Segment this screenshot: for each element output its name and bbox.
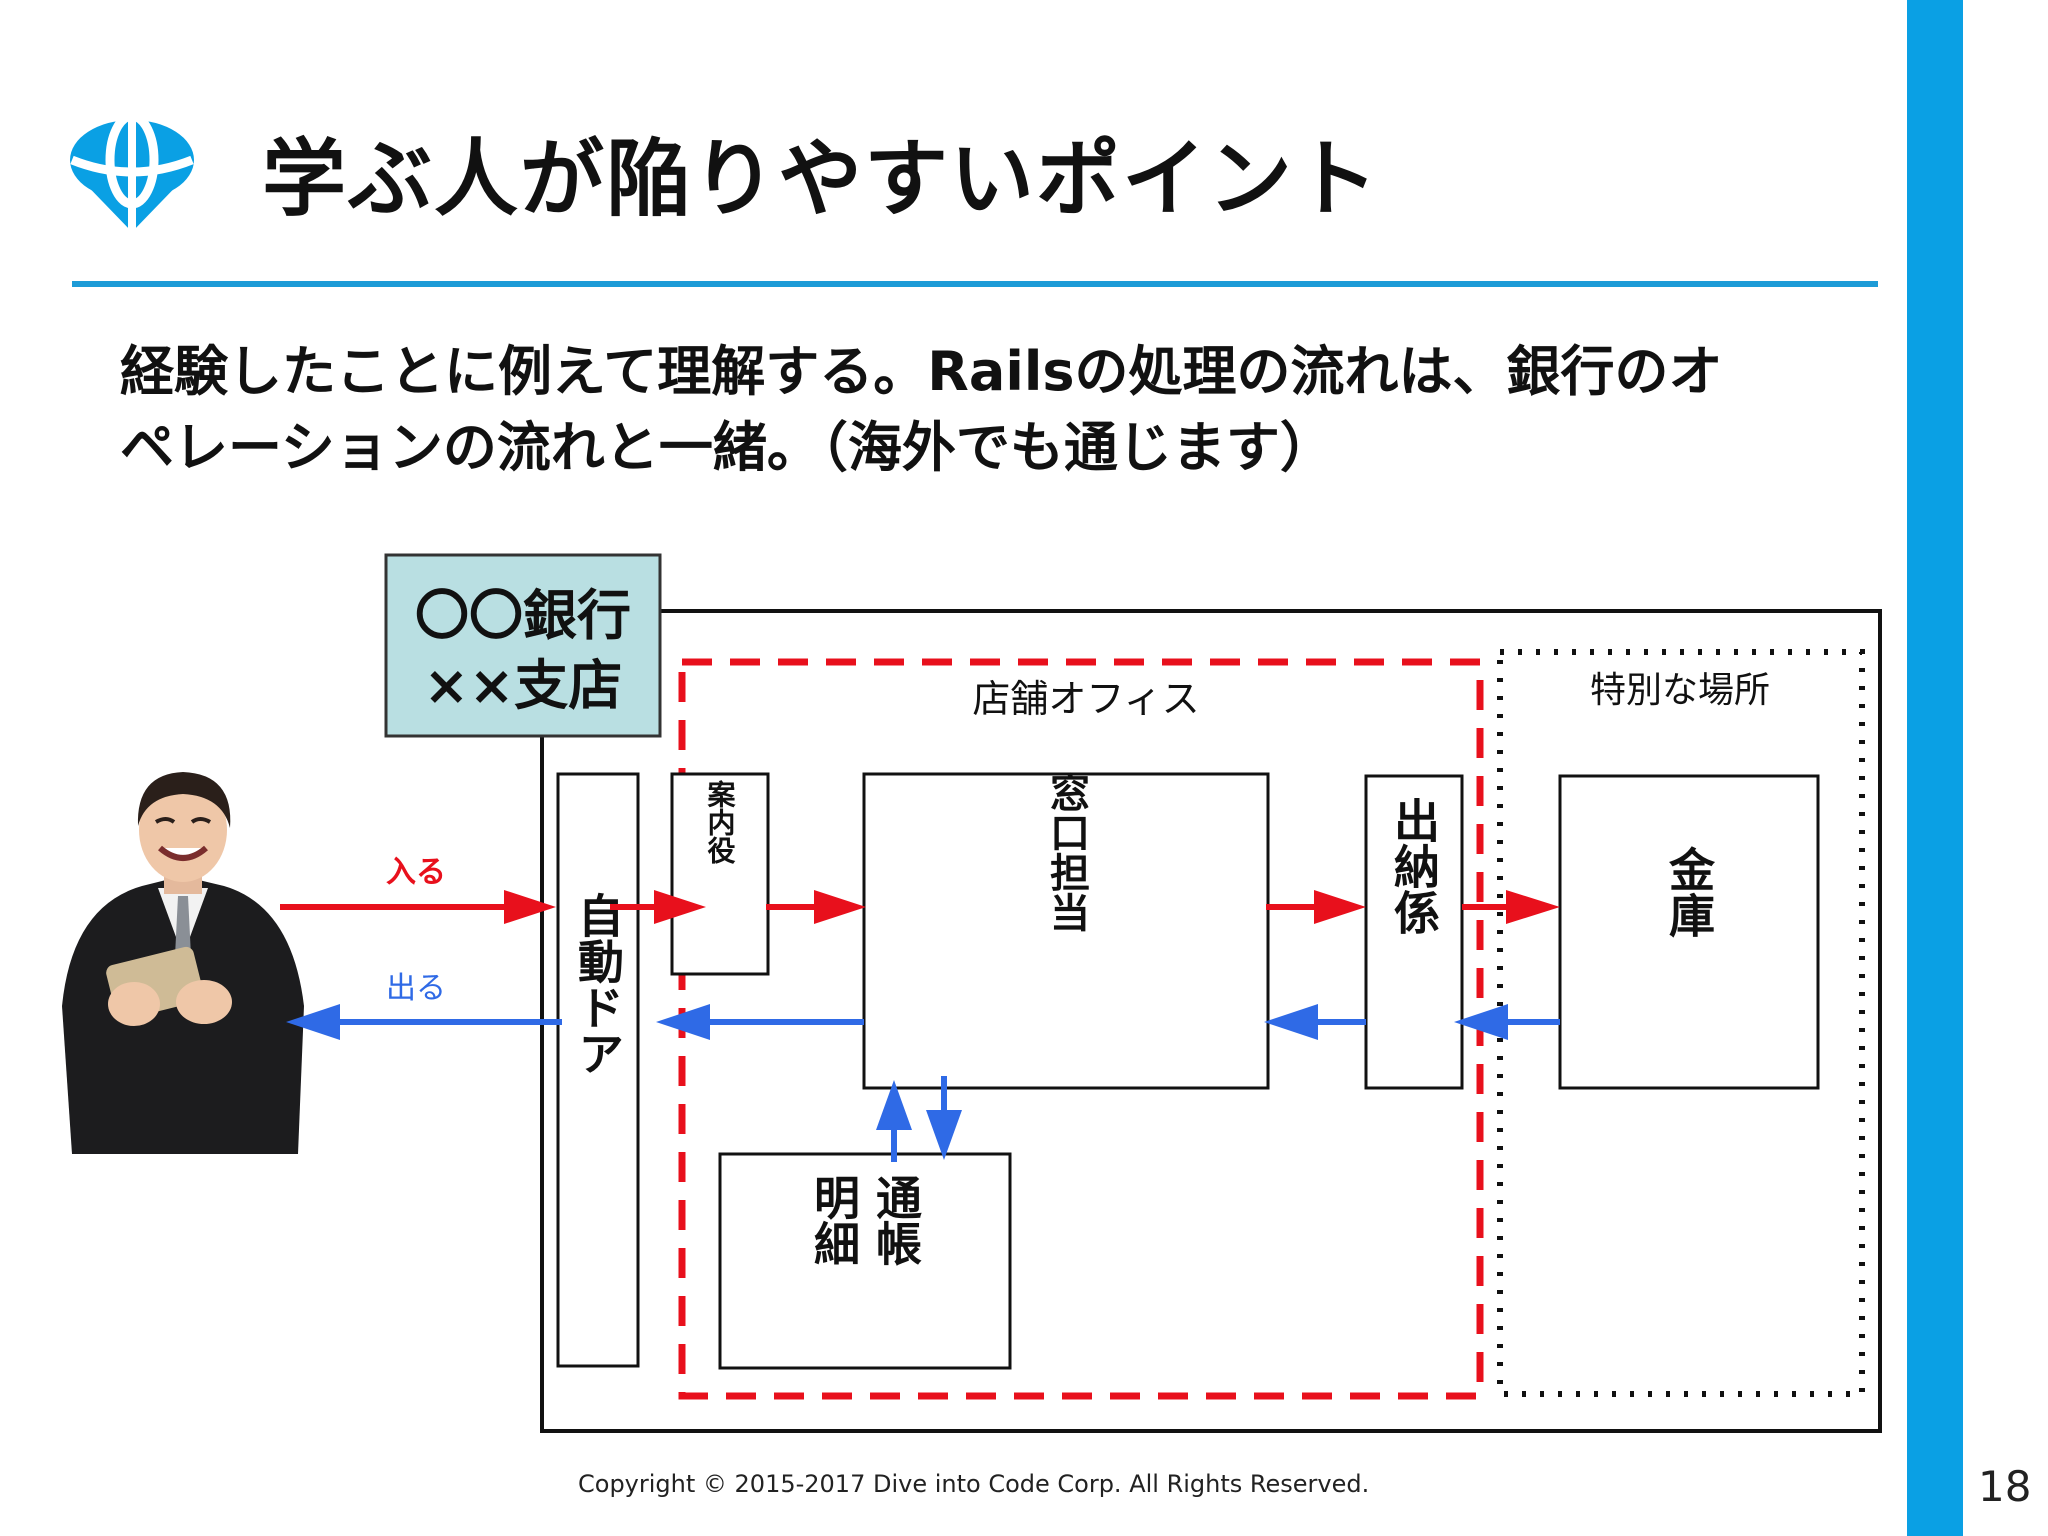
passbook-line1: 通帳: [869, 1174, 923, 1267]
right-accent-bar: [1907, 0, 1963, 1536]
bank-name-line1: 〇〇銀行: [415, 584, 631, 647]
title-divider: [72, 281, 1878, 287]
exit-label: 出る: [386, 971, 446, 1006]
body-text: 経験したことに例えて理解する。Railsの処理の流れは、銀行のオ ペレーションの…: [120, 334, 1840, 486]
guide-box: [670, 772, 770, 976]
window-label: 窓口担当: [1043, 772, 1090, 932]
office-label: 店舗オフィス: [972, 677, 1199, 721]
copyright-footer: Copyright © 2015-2017 Dive into Code Cor…: [578, 1470, 1370, 1498]
slide-title: 学ぶ人が陥りやすいポイント: [262, 130, 1381, 228]
cashier-box: [1364, 774, 1464, 1090]
request-arrows: [280, 890, 1560, 924]
vault-label: 金庫: [1662, 846, 1716, 938]
bank-name-box: [384, 553, 662, 738]
auto-door-box: [556, 772, 640, 1368]
special-label: 特別な場所: [1590, 670, 1770, 711]
smiling-customer-photo: [52, 756, 314, 1154]
window-box: [862, 772, 1270, 1090]
body-line-1: 経験したことに例えて理解する。Railsの処理の流れは、銀行のオ: [120, 340, 1723, 403]
body-line-2: ペレーションの流れと一緒。（海外でも通じます）: [120, 416, 1334, 479]
cashier-label: 出納係: [1387, 797, 1441, 935]
enter-label: 入る: [386, 855, 446, 890]
vault-box: [1558, 774, 1820, 1090]
passbook-line2: 明細: [807, 1174, 861, 1266]
guide-label: 案内役: [704, 779, 737, 864]
page-number: 18: [1978, 1462, 2032, 1511]
globe-logo-icon: [70, 111, 194, 234]
response-arrows: [286, 1004, 1560, 1162]
passbook-box: [718, 1152, 1012, 1370]
bank-name-line2: ××支店: [424, 654, 623, 717]
auto-door-label: 自動ドア: [571, 892, 625, 1076]
